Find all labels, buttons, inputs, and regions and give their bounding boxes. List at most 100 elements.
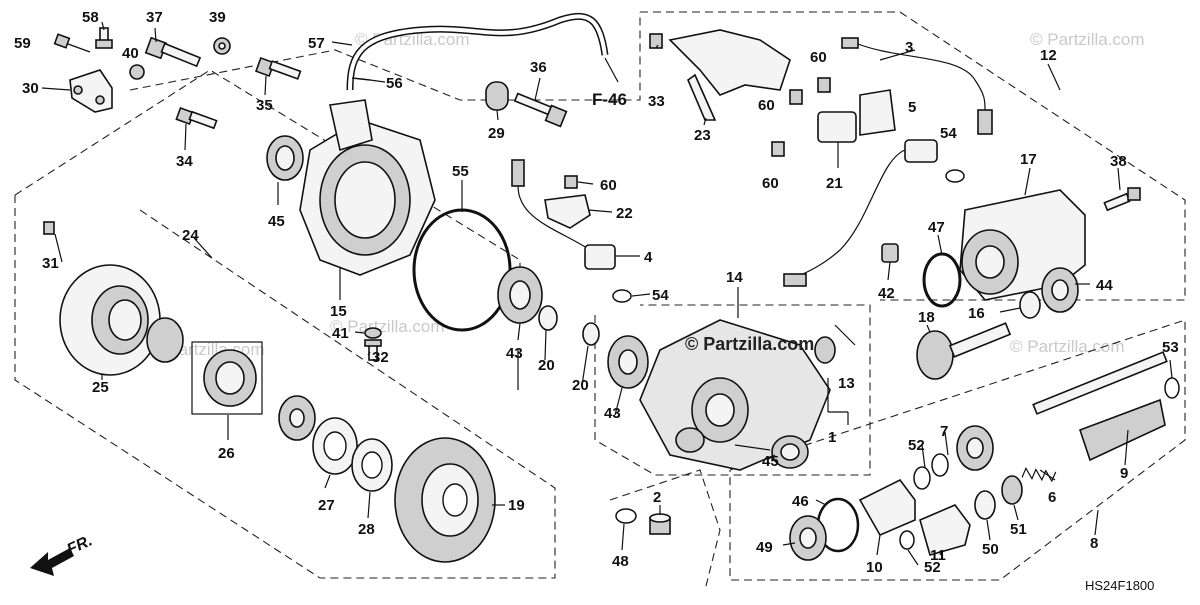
bearing-44 — [1041, 267, 1079, 313]
seal-51 — [1001, 475, 1023, 505]
callout-31: 31 — [42, 255, 59, 272]
callout-35: 35 — [256, 97, 273, 114]
callout-27: 27 — [318, 497, 335, 514]
center-watermark: © Partzilla.com — [685, 334, 814, 354]
bolt-60-d — [771, 141, 785, 157]
callout-47: 47 — [928, 219, 945, 236]
callout-29: 29 — [488, 125, 505, 142]
final-gear-case-14 — [639, 319, 836, 471]
bolt-60-a — [564, 175, 578, 189]
callout-60b: 60 — [810, 49, 827, 66]
sensor-harness-4 — [511, 159, 616, 270]
collar-29 — [485, 81, 509, 111]
ref-label-f46: F-46 — [592, 90, 627, 109]
callout-52a: 52 — [908, 437, 925, 454]
group-outline-shaft — [729, 319, 1186, 581]
group-outline-14 — [594, 304, 871, 476]
callout-22: 22 — [616, 205, 633, 222]
callout-28: 28 — [358, 521, 375, 538]
nut-40 — [129, 64, 145, 80]
bolt-33 — [649, 33, 663, 49]
callout-48: 48 — [612, 553, 629, 570]
callout-43a: 43 — [506, 345, 523, 362]
callout-9: 9 — [1120, 465, 1128, 482]
callout-32: 32 — [372, 349, 389, 366]
bolt-60-c — [789, 89, 803, 105]
group-outline-diff — [14, 195, 556, 579]
gear-insert — [146, 317, 184, 363]
circlip-52-lower — [899, 530, 915, 550]
callout-18: 18 — [918, 309, 935, 326]
callout-14: 14 — [726, 269, 743, 286]
callout-8: 8 — [1090, 535, 1098, 552]
bolt-38 — [1103, 187, 1141, 212]
ring-gear-19 — [394, 437, 496, 563]
callout-38: 38 — [1110, 153, 1127, 170]
shim-28 — [351, 438, 393, 492]
callout-17: 17 — [1020, 151, 1037, 168]
callout-53: 53 — [1162, 339, 1179, 356]
callout-45a: 45 — [268, 213, 285, 230]
washer-41 — [364, 327, 382, 339]
clip-42 — [881, 243, 899, 263]
bolt-32 — [364, 339, 382, 361]
callout-26: 26 — [218, 445, 235, 462]
bolt-34 — [175, 106, 218, 130]
callout-59: 59 — [14, 35, 31, 52]
callout-40: 40 — [122, 45, 139, 62]
watermark-top-right: © Partzilla.com — [1030, 30, 1145, 49]
callout-33: 33 — [648, 93, 665, 110]
callout-54b: 54 — [940, 125, 957, 142]
callout-20b: 20 — [572, 377, 589, 394]
callout-6: 6 — [1048, 489, 1056, 506]
cover-23 — [668, 29, 791, 121]
bearing-43-upper — [497, 266, 543, 324]
bolt-36 — [513, 92, 568, 128]
callout-56: 56 — [386, 75, 403, 92]
callout-43b: 43 — [604, 405, 621, 422]
sensor-5 — [783, 139, 938, 287]
callout-25: 25 — [92, 379, 109, 396]
seal-16 — [1019, 291, 1041, 319]
callout-54a: 54 — [652, 287, 669, 304]
shaft-9 — [1032, 351, 1168, 462]
washer-54-lower — [945, 169, 965, 183]
front-label: FR. — [65, 532, 96, 558]
callout-51: 51 — [1010, 521, 1027, 538]
diff-case-25 — [59, 264, 161, 376]
cover-15 — [299, 99, 436, 276]
callout-15: 15 — [330, 303, 347, 320]
callout-41: 41 — [332, 325, 349, 342]
ring-52-mid — [913, 466, 931, 490]
callout-2: 2 — [653, 489, 661, 506]
callout-34: 34 — [176, 153, 193, 170]
bolt-37 — [144, 36, 202, 68]
callout-44: 44 — [1096, 277, 1113, 294]
plug-2 — [649, 513, 671, 535]
seal-49 — [789, 515, 827, 561]
watermark-mid: © Partzilla.com — [330, 317, 445, 336]
callout-60c: 60 — [758, 97, 775, 114]
callout-24: 24 — [182, 227, 199, 244]
callout-45b: 45 — [762, 453, 779, 470]
cam-26-group — [191, 341, 263, 415]
callout-60a: 60 — [600, 177, 617, 194]
bolt-58 — [95, 27, 113, 49]
callout-46: 46 — [792, 493, 809, 510]
bolt-31 — [43, 221, 55, 235]
callout-55: 55 — [452, 163, 469, 180]
leader-lines — [41, 21, 1173, 566]
seal-45-lower — [771, 435, 809, 469]
circlip-53 — [1164, 377, 1180, 399]
seal-20-lower — [582, 322, 600, 346]
callout-13: 13 — [838, 375, 855, 392]
callout-5: 5 — [908, 99, 916, 116]
group-outline-46 — [609, 469, 721, 591]
bolt-35 — [255, 57, 302, 80]
gear-7 — [956, 425, 994, 471]
bolt-60-b — [817, 77, 831, 93]
callout-42: 42 — [878, 285, 895, 302]
callout-1: 1 — [828, 429, 836, 446]
washer-54-upper — [612, 289, 632, 303]
